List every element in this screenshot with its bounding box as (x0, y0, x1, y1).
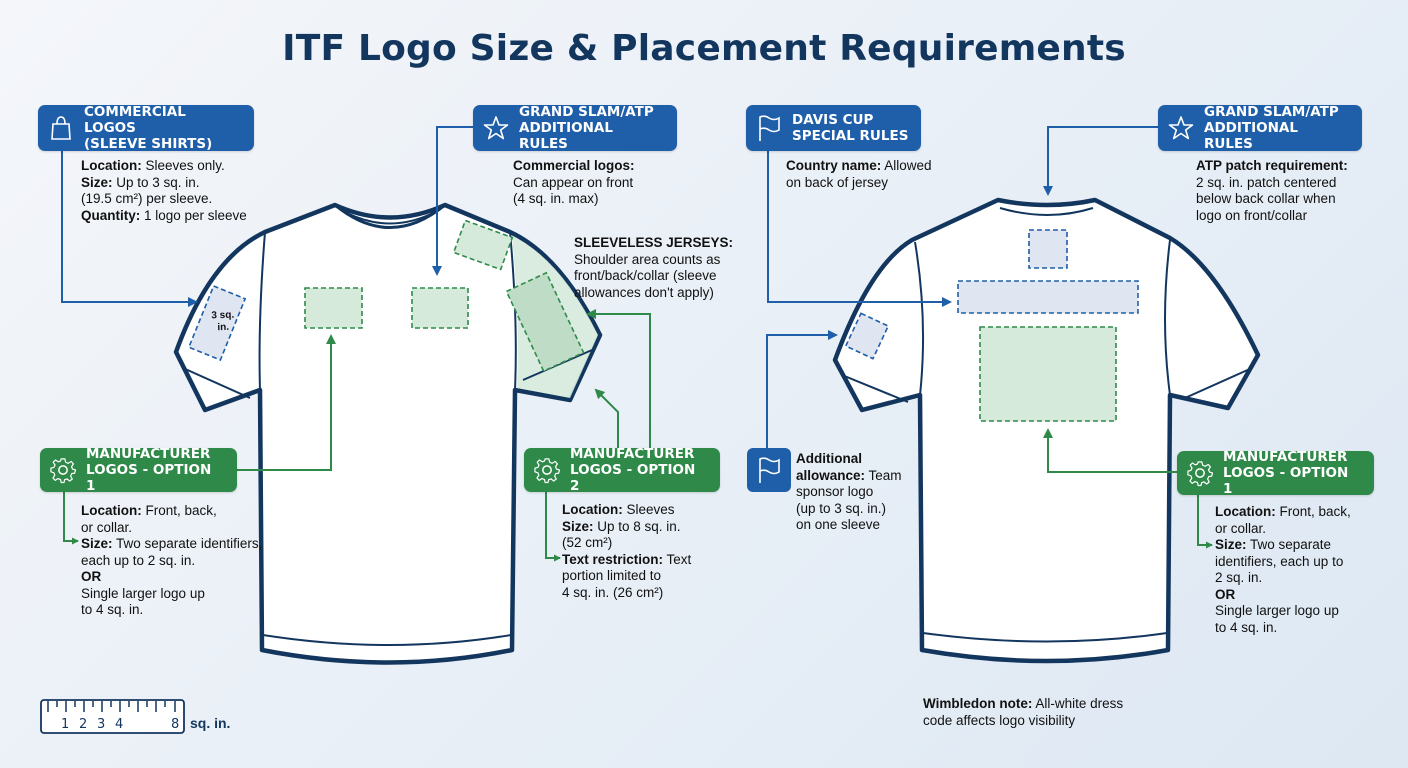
text-line: allowance: Team (796, 467, 902, 483)
text-line: Single larger logo up (1215, 603, 1339, 618)
text-line: 2 sq. in. (1215, 570, 1263, 585)
text-line: each up to 2 sq. in. (81, 552, 196, 568)
connector-lines (61, 126, 1213, 562)
text-line: or collar. (81, 519, 133, 535)
text-line: on back of jersey (786, 174, 889, 190)
text-line: front/back/collar (sleeve (574, 268, 717, 283)
sleeveless-jerseys-text: SLEEVELESS JERSEYS:Shoulder area counts … (574, 235, 733, 301)
text-line: (up to 3 sq. in.) (796, 500, 887, 516)
text-line: portion limited to (562, 568, 662, 583)
grand-slam-front-text: Commercial logos:Can appear on front(4 s… (513, 158, 635, 208)
davis-cup-header: DAVIS CUP SPECIAL RULES (746, 105, 921, 151)
star-icon (1168, 115, 1194, 141)
ruler-tick-2: 2 (79, 717, 87, 732)
text-line: Location: Front, back, (1215, 504, 1351, 519)
gear-icon (534, 457, 560, 484)
text-line: Location: Sleeves only. (81, 158, 225, 173)
text-line: logo on front/collar (1196, 207, 1308, 223)
text-line: or collar. (1215, 520, 1267, 536)
text-line: allowances don't apply) (574, 284, 714, 300)
text-line: ATP patch requirement: (1196, 158, 1348, 173)
text-line: identifiers, each up to (1215, 553, 1344, 569)
back-shirt (832, 197, 1261, 664)
commercial-logos-text: Location: Sleeves only.Size: Up to 3 sq.… (81, 158, 247, 224)
text-line: Size: Up to 3 sq. in. (81, 174, 200, 190)
flag-icon (756, 115, 782, 141)
page-title: ITF Logo Size & Placement Requirements (282, 28, 1126, 69)
ruler-tick-1: 1 (61, 717, 69, 732)
text-line: OR (81, 569, 102, 584)
text-line: Size: Up to 8 sq. in. (562, 518, 681, 534)
ruler-icon: 1 2 3 4 8 (40, 699, 185, 734)
manufacturer-option1-front-text: Location: Front, back,or collar.Size: Tw… (81, 503, 262, 619)
text-line: Additional (796, 451, 862, 466)
text-line: to 4 sq. in. (81, 602, 144, 617)
shopping-bag-icon (48, 115, 74, 141)
grand-slam-back-text: ATP patch requirement:2 sq. in. patch ce… (1196, 158, 1348, 224)
text-line: sponsor logo (796, 484, 874, 499)
gear-icon (50, 457, 76, 484)
text-line: (19.5 cm²) per sleeve. (81, 191, 213, 206)
text-line: 4 sq. in. (26 cm²) (562, 584, 664, 600)
additional-allowance-flag-icon (747, 448, 791, 492)
text-line: Single larger logo up (81, 585, 205, 601)
text-line: on one sleeve (796, 517, 881, 532)
text-line: OR (1215, 586, 1236, 602)
text-line: Country name: Allowed (786, 158, 932, 173)
text-line: to 4 sq. in. (1215, 619, 1278, 635)
text-line: Quantity: 1 logo per sleeve (81, 207, 247, 223)
text-line: Location: Front, back, (81, 503, 217, 518)
manufacturer-option1-front-header: MANUFACTURER LOGOS - OPTION 1 (40, 446, 237, 494)
text-line: SLEEVELESS JERSEYS: (574, 235, 734, 250)
text-line: Shoulder area counts as (574, 251, 721, 267)
manufacturer-option1-back-text: Location: Front, back,or collar.Size: Tw… (1215, 504, 1351, 636)
grand-slam-front-header: GRAND SLAM/ATP ADDITIONAL RULES (473, 104, 677, 152)
text-line: (52 cm²) (562, 535, 613, 550)
star-icon (483, 115, 509, 141)
text-line: below back collar when (1196, 191, 1336, 206)
ruler-tick-3: 3 (97, 717, 105, 732)
ruler-tick-4: 4 (115, 717, 123, 732)
text-line: 2 sq. in. patch centered (1196, 174, 1337, 190)
text-line: (4 sq. in. max) (513, 191, 599, 206)
ruler-tick-8: 8 (171, 717, 179, 732)
text-line: Size: Two separate (1215, 537, 1332, 552)
sleeve-patch-label: 3 sq. in. (211, 309, 235, 334)
manufacturer-option1-back-header: MANUFACTURER LOGOS - OPTION 1 (1177, 449, 1374, 497)
text-line: Commercial logos: (513, 158, 635, 173)
commercial-logos-header: COMMERCIAL LOGOS (SLEEVE SHIRTS) (38, 104, 254, 152)
text-line: Can appear on front (513, 174, 634, 190)
text-line: Location: Sleeves (562, 502, 675, 517)
text-line: Size: Two separate identifiers, (81, 536, 263, 551)
text-line: Wimbledon note: All-white dress (923, 696, 1124, 711)
manufacturer-option2-header: MANUFACTURER LOGOS - OPTION 2 (524, 446, 720, 494)
ruler-unit-label: sq. in. (190, 715, 231, 731)
gear-icon (1187, 460, 1213, 487)
front-shirt (173, 202, 603, 665)
text-line: Text restriction: Text (562, 551, 692, 567)
grand-slam-back-header: GRAND SLAM/ATP ADDITIONAL RULES (1158, 104, 1362, 152)
text-line: code affects logo visibility (923, 712, 1076, 728)
